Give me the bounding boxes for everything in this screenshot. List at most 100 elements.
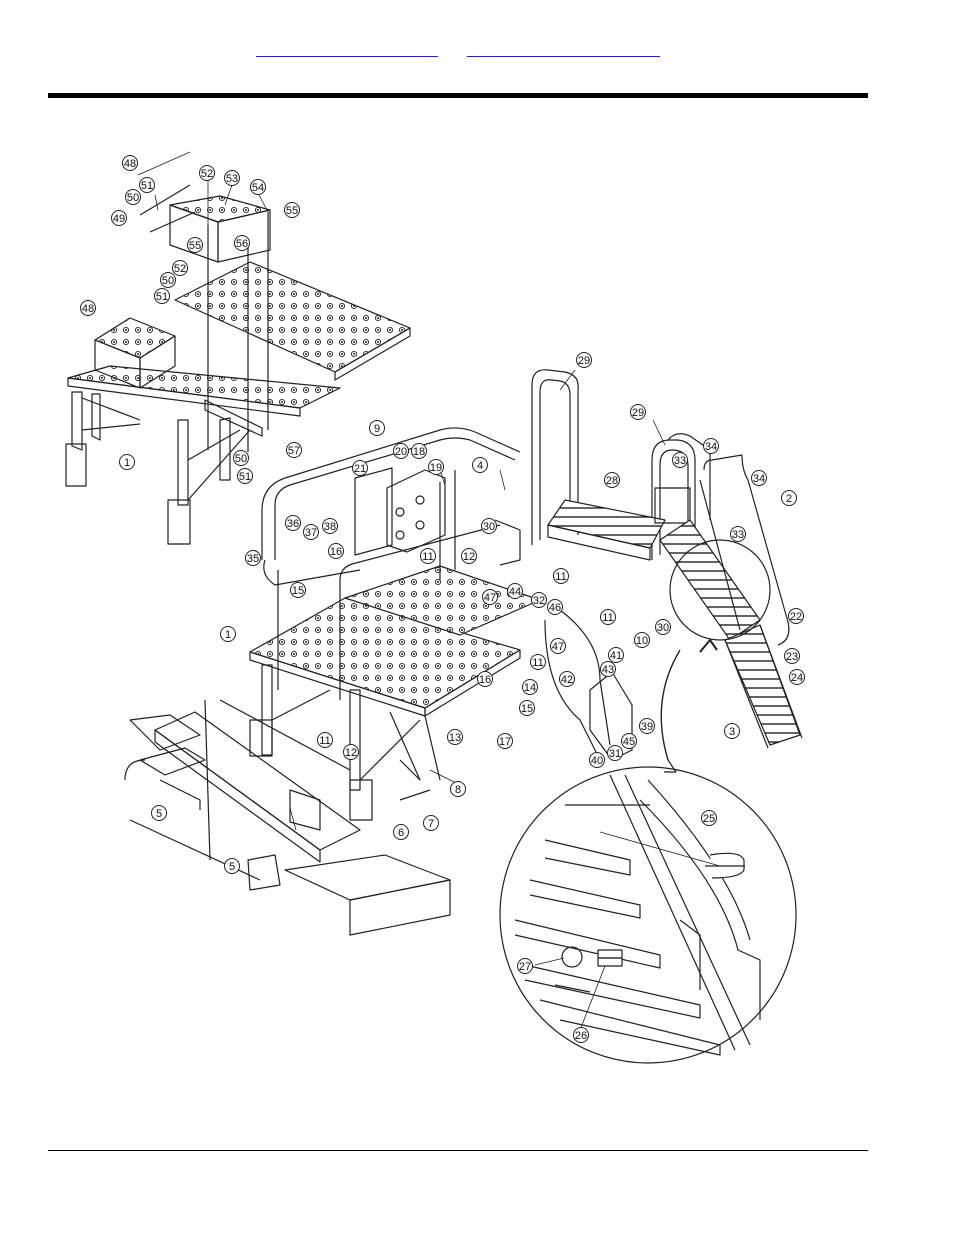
- callout-number: 11: [422, 551, 433, 563]
- exploded-parts-diagram: 4851525354505549555652505148150515729299…: [65, 151, 805, 1064]
- callout-number: 51: [156, 291, 168, 303]
- callout-1: 1: [119, 454, 135, 470]
- callout-54: 54: [250, 179, 266, 195]
- callout-circle: [154, 288, 170, 304]
- callout-circle: [477, 671, 493, 687]
- callout-49: 49: [111, 210, 127, 226]
- callout-number: 19: [430, 462, 442, 474]
- callout-number: 13: [449, 732, 461, 744]
- callout-number: 50: [235, 453, 247, 465]
- callout-number: 12: [463, 551, 475, 563]
- callout-50: 50: [233, 450, 249, 466]
- callout-number: 47: [484, 592, 496, 604]
- callout-number: 8: [455, 784, 461, 796]
- callout-11: 11: [553, 568, 569, 584]
- callout-number: 11: [532, 657, 543, 669]
- callout-circle: [461, 548, 477, 564]
- callout-number: 44: [509, 586, 521, 598]
- callout-41: 41: [608, 647, 624, 663]
- callout-11: 11: [600, 609, 616, 625]
- callout-34: 34: [703, 438, 719, 454]
- callout-circle: [621, 733, 637, 749]
- callout-number: 25: [703, 813, 715, 825]
- callout-number: 55: [286, 205, 298, 217]
- callout-circle: [420, 548, 436, 564]
- callout-number: 2: [786, 493, 792, 505]
- callout-circle: [784, 648, 800, 664]
- callout-7: 7: [423, 815, 439, 831]
- header-link-1[interactable]: [256, 40, 438, 57]
- callout-43: 43: [600, 661, 616, 677]
- callout-circle: [428, 459, 444, 475]
- callout-number: 50: [127, 192, 139, 204]
- callout-number: 54: [252, 182, 264, 194]
- callout-number: 1: [225, 629, 231, 641]
- callout-9: 9: [369, 420, 385, 436]
- callout-number: 56: [236, 238, 248, 250]
- callout-28: 28: [604, 472, 620, 488]
- callout-circle: [125, 189, 141, 205]
- callout-circle: [111, 210, 127, 226]
- callout-number: 11: [555, 571, 566, 583]
- callout-4: 4: [472, 457, 488, 473]
- callout-number: 33: [732, 529, 744, 541]
- callout-number: 7: [428, 818, 434, 830]
- callout-48: 48: [80, 300, 96, 316]
- callout-11: 11: [420, 548, 436, 564]
- callout-circle: [234, 235, 250, 251]
- callout-number: 18: [413, 446, 425, 458]
- callout-number: 36: [287, 518, 299, 530]
- callout-16: 16: [477, 671, 493, 687]
- callout-circle: [788, 608, 804, 624]
- callout-circle: [80, 300, 96, 316]
- callout-29: 29: [576, 352, 592, 368]
- callout-circle: [547, 599, 563, 615]
- callout-circle: [600, 661, 616, 677]
- callout-number: 28: [606, 475, 618, 487]
- callout-circle: [608, 647, 624, 663]
- header-rule: [48, 93, 868, 98]
- callout-34: 34: [751, 470, 767, 486]
- callout-circle: [724, 723, 740, 739]
- header-link-2[interactable]: [467, 40, 660, 57]
- callout-circle: [322, 518, 338, 534]
- callout-3: 3: [724, 723, 740, 739]
- callout-20: 20: [393, 443, 409, 459]
- callout-number: 15: [521, 703, 533, 715]
- callout-11: 11: [317, 732, 333, 748]
- callout-circle: [703, 438, 719, 454]
- callout-number: 40: [591, 755, 603, 767]
- callout-number: 3: [729, 726, 735, 738]
- callout-circle: [411, 443, 427, 459]
- callout-circle: [343, 744, 359, 760]
- callout-36: 36: [285, 515, 301, 531]
- callout-51: 51: [139, 177, 155, 193]
- callout-51: 51: [154, 288, 170, 304]
- callout-42: 42: [559, 671, 575, 687]
- callout-number: 11: [602, 612, 613, 624]
- callout-number: 41: [610, 650, 622, 662]
- callout-number: 33: [674, 455, 686, 467]
- callout-circle: [634, 632, 650, 648]
- callout-number: 52: [174, 263, 186, 275]
- callout-47: 47: [550, 638, 566, 654]
- callout-number: 38: [324, 521, 336, 533]
- callout-number: 43: [602, 664, 614, 676]
- callout-16: 16: [328, 543, 344, 559]
- callout-30: 30: [481, 518, 497, 534]
- callout-5: 5: [151, 805, 167, 821]
- callout-circle: [600, 609, 616, 625]
- callout-circle: [630, 404, 646, 420]
- callout-number: 26: [575, 1030, 587, 1042]
- callout-circle: [604, 472, 620, 488]
- callout-26: 26: [573, 1027, 589, 1043]
- callout-circle: [233, 450, 249, 466]
- callout-18: 18: [411, 443, 427, 459]
- callout-12: 12: [343, 744, 359, 760]
- callout-number: 51: [141, 180, 153, 192]
- callout-number: 31: [609, 748, 621, 760]
- callout-number: 6: [398, 827, 404, 839]
- callout-33: 33: [730, 526, 746, 542]
- callout-circle: [497, 733, 513, 749]
- callout-circle: [701, 810, 717, 826]
